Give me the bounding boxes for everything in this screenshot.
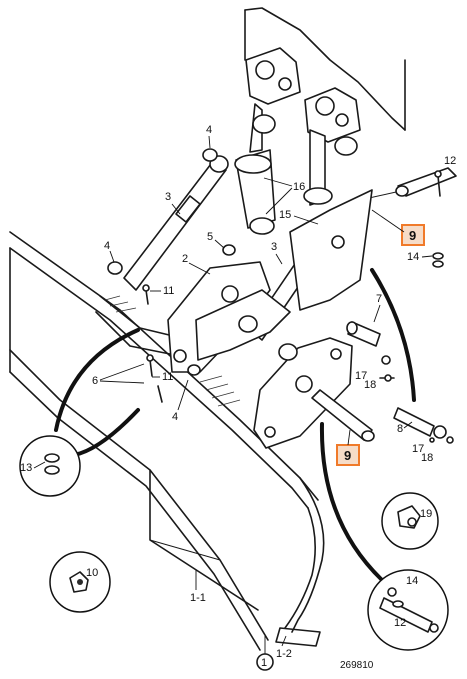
label-14-top: 14 bbox=[407, 251, 419, 263]
label-1-2: 1-2 bbox=[276, 648, 292, 660]
label-17-a: 17 bbox=[355, 370, 367, 382]
label-15: 15 bbox=[279, 209, 291, 221]
detail-circle-13 bbox=[19, 435, 81, 497]
blade-hatching bbox=[104, 295, 241, 407]
label-18-b: 18 bbox=[421, 452, 433, 464]
detail-circle-10 bbox=[49, 551, 111, 613]
pin-12-upper bbox=[434, 170, 442, 197]
label-4-left: 4 bbox=[104, 240, 110, 252]
bushings bbox=[107, 148, 298, 376]
highlight-callout-9-lower: 9 bbox=[336, 429, 360, 466]
detail-callout-curves bbox=[54, 268, 416, 582]
label-1: 1 bbox=[261, 657, 267, 669]
label-12-top: 12 bbox=[444, 155, 456, 167]
label-12-detail: 12 bbox=[394, 617, 406, 629]
detail-circle-19 bbox=[381, 492, 439, 550]
label-17-b: 17 bbox=[412, 443, 424, 455]
label-4-top: 4 bbox=[206, 124, 212, 136]
highlight-label-9-upper: 9 bbox=[409, 228, 416, 243]
washer-nut-14 bbox=[432, 252, 444, 268]
label-16: 16 bbox=[293, 181, 305, 193]
highlight-callout-9-upper: 9 bbox=[371, 209, 425, 246]
label-1-1: 1-1 bbox=[190, 592, 206, 604]
callout-labels: 4 12 16 3 15 5 4 3 2 14 11 7 11 6 17 18 … bbox=[20, 124, 456, 671]
label-3-upper: 3 bbox=[165, 191, 171, 203]
label-11-lower: 11 bbox=[162, 371, 173, 383]
label-13: 13 bbox=[20, 462, 32, 474]
lift-cylinder-left bbox=[234, 47, 301, 235]
label-19: 19 bbox=[420, 508, 432, 520]
label-11-upper: 11 bbox=[163, 285, 174, 297]
label-2: 2 bbox=[182, 253, 188, 265]
label-6: 6 bbox=[92, 375, 98, 387]
label-14-detail: 14 bbox=[406, 575, 418, 587]
bolts-6 bbox=[142, 284, 163, 403]
detail-pin-8 bbox=[393, 407, 454, 444]
label-3-lower: 3 bbox=[271, 241, 277, 253]
drawing-number: 269810 bbox=[340, 660, 374, 671]
label-18-a: 18 bbox=[364, 379, 376, 391]
lift-cylinder-right bbox=[303, 87, 361, 206]
highlight-label-9-lower: 9 bbox=[344, 448, 351, 463]
label-5: 5 bbox=[207, 231, 213, 243]
pin-7 bbox=[346, 321, 381, 347]
pivot-pin-lower bbox=[311, 389, 375, 442]
label-4-lower: 4 bbox=[172, 411, 178, 423]
label-8: 8 bbox=[397, 423, 403, 435]
label-7: 7 bbox=[376, 293, 382, 305]
dozer-blade bbox=[9, 231, 325, 651]
label-10: 10 bbox=[86, 567, 98, 579]
detail-circle-12-14 bbox=[367, 569, 449, 651]
bolt-17-18-a bbox=[379, 355, 395, 382]
pivot-pin-upper bbox=[395, 167, 457, 197]
